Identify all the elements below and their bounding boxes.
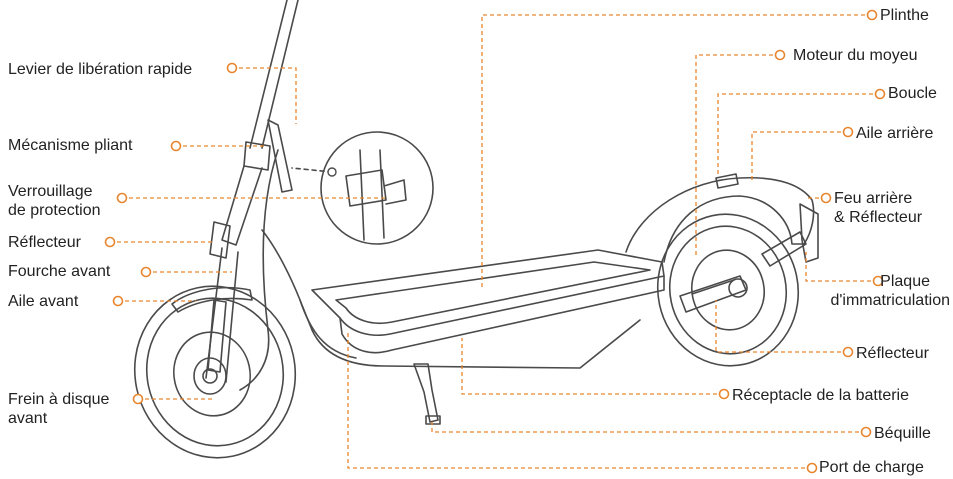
label-rear-fender: Aile arrière: [856, 124, 933, 143]
leader-rear-fender: [752, 132, 848, 180]
label-license-plate-line2: d'immatriculation: [816, 291, 950, 310]
label-rear-light-line1: Feu arrière: [834, 189, 922, 208]
label-hub-motor: Moteur du moyeu: [793, 46, 918, 65]
leader-rear-reflector-endpoint: [844, 348, 853, 357]
leader-kickstand-endpoint: [862, 428, 871, 437]
label-kickstand: Béquille: [874, 424, 931, 443]
front-reflector-shape: [210, 222, 230, 258]
leader-quick-release-lever-endpoint: [228, 64, 237, 73]
detail-inset-mechanism: [346, 150, 406, 240]
leader-safety-lock-endpoint: [118, 194, 127, 203]
leader-charging-port-endpoint: [808, 464, 817, 473]
leader-hub-motor: [696, 55, 780, 256]
leader-hub-motor-endpoint: [776, 51, 785, 60]
label-license-plate-line1: Plaque: [816, 272, 950, 291]
detail-inset-connector-dot: [328, 168, 336, 176]
leader-battery-receptacle: [462, 338, 724, 394]
label-front-reflector: Réflecteur: [8, 233, 81, 252]
leader-rear-light-endpoint: [822, 194, 831, 203]
label-safety-lock: Verrouillage de protection: [8, 182, 101, 220]
kickstand: [414, 364, 438, 422]
label-charging-port: Port de charge: [819, 458, 924, 477]
leader-front-fender-endpoint: [114, 297, 123, 306]
label-rear-light: Feu arrière & Réflecteur: [834, 189, 922, 227]
fork-leg-inner: [208, 300, 226, 372]
leader-kickstand: [432, 422, 866, 432]
deck-side: [340, 276, 664, 353]
leader-buckle-endpoint: [876, 90, 885, 99]
stem: [250, 0, 298, 148]
leader-battery-receptacle-endpoint: [720, 390, 729, 399]
label-license-plate: Plaque d'immatriculation: [816, 272, 950, 310]
deck-inner: [336, 262, 650, 323]
label-front-fork: Fourche avant: [8, 262, 110, 281]
scooter-line-art: [119, 0, 818, 473]
label-folding-mechanism: Mécanisme pliant: [8, 136, 133, 155]
label-front-fender: Aile avant: [8, 292, 78, 311]
label-quick-release-lever: Levier de libération rapide: [8, 60, 192, 79]
leader-front-disc-brake-endpoint: [134, 395, 143, 404]
label-front-disc-brake: Frein à disque avant: [8, 390, 109, 428]
rear-reflector-strip: [692, 280, 734, 294]
deck-top: [312, 250, 664, 335]
leader-folding-mechanism-endpoint: [172, 142, 181, 151]
label-front-disc-brake-line2: avant: [8, 409, 109, 428]
leader-front-fork-endpoint: [142, 268, 151, 277]
detail-inset-pointer: [292, 168, 332, 172]
label-plinthe: Plinthe: [880, 6, 929, 25]
detail-inset-circle: [321, 132, 433, 244]
label-rear-light-line2: & Réflecteur: [834, 208, 922, 227]
label-front-disc-brake-line1: Frein à disque: [8, 390, 109, 409]
label-rear-reflector: Réflecteur: [856, 344, 929, 363]
label-battery-receptacle: Réceptacle de la batterie: [732, 386, 909, 405]
leader-front-reflector-endpoint: [106, 238, 115, 247]
label-safety-lock-line1: Verrouillage: [8, 182, 101, 201]
label-buckle: Boucle: [888, 84, 937, 103]
rear-arm: [680, 276, 746, 312]
leader-plinthe-endpoint: [868, 11, 877, 20]
label-safety-lock-line2: de protection: [8, 201, 101, 220]
frame-neck: [262, 230, 640, 368]
leader-rear-fender-endpoint: [844, 128, 853, 137]
leader-quick-release-lever: [232, 68, 296, 124]
plate-bracket: [762, 232, 806, 266]
fold-latch: [268, 120, 292, 192]
front-fork: [206, 248, 238, 382]
steering-column: [222, 166, 262, 245]
